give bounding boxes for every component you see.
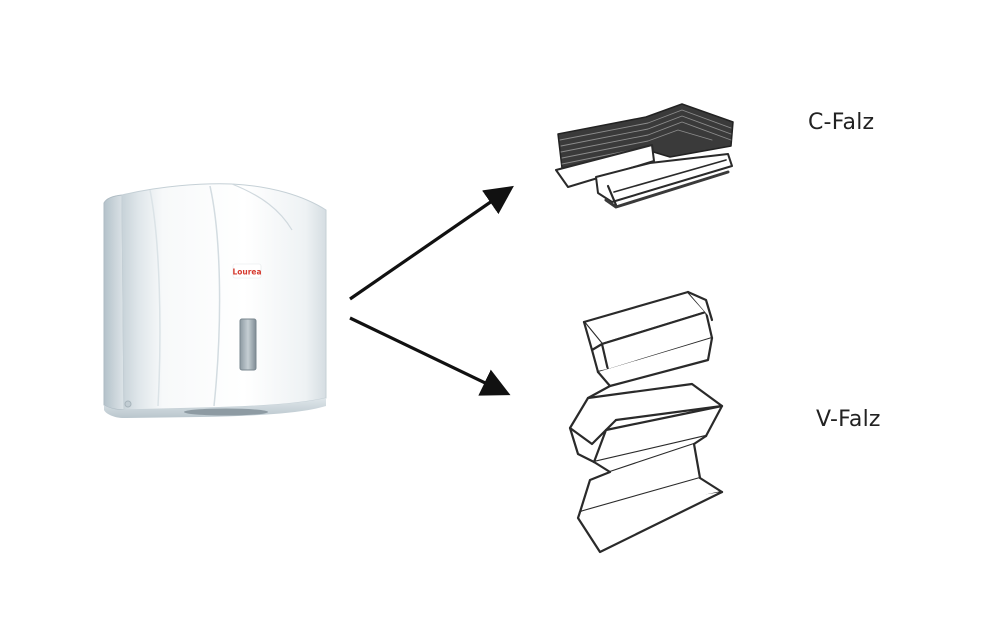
dispenser-screw: [124, 400, 132, 408]
v-fold-label: V-Falz: [816, 407, 881, 432]
brand-badge: [232, 263, 262, 279]
dispenser-level-window: [239, 318, 257, 371]
dispenser-front-body: [121, 183, 327, 411]
paper-towel-dispenser: Lourea: [103, 183, 327, 418]
v-fold-towel-stack-icon: [568, 290, 724, 554]
brand-logo-text: Lourea: [232, 268, 261, 277]
dispenser-seam-right: [209, 185, 221, 407]
dispenser-seam-left: [149, 189, 161, 407]
dispenser-slot: [184, 408, 268, 416]
dispenser-side-panel: [103, 194, 125, 411]
c-fold-label: C-Falz: [808, 110, 875, 135]
arrow-to-v-fold: [349, 316, 511, 396]
c-fold-towel-stack-icon: [555, 103, 734, 209]
arrow-to-c-fold: [349, 185, 514, 301]
dispenser-bottom-rim: [104, 398, 326, 418]
dispenser-seam-top: [231, 183, 293, 231]
